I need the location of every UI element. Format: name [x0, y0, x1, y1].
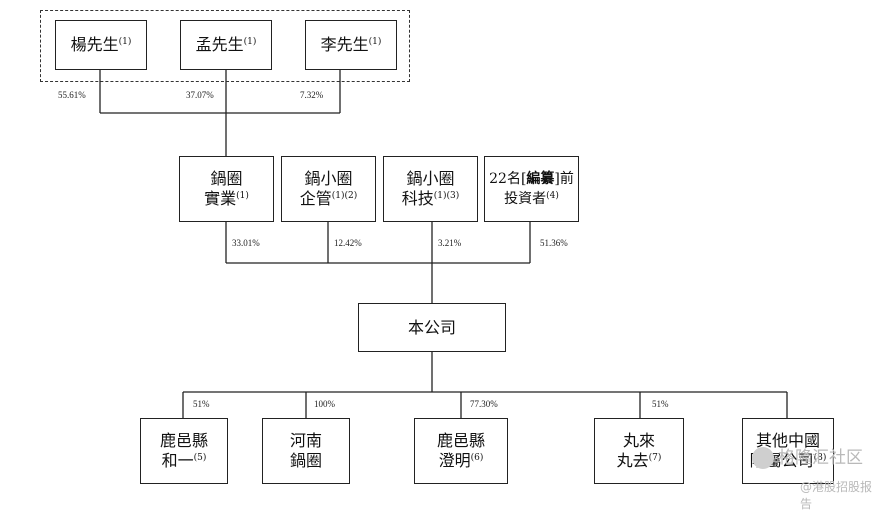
holder-name-line2: 企管: [299, 189, 332, 208]
subsidiary-name-line2: 丸去: [616, 451, 649, 470]
subsidiary-henan-guoquan: 河南 鍋圈: [262, 418, 350, 484]
holder-name-part: 22名[: [489, 171, 527, 187]
subsidiary-name-line2: 和一: [161, 451, 194, 470]
subsidiary-wanlai-wanqu: 丸來 丸去(7): [594, 418, 684, 484]
company-box: 本公司: [358, 303, 506, 352]
subsidiary-name-line1: 鹿邑縣: [436, 431, 485, 450]
redacted-term: 編纂: [526, 171, 555, 187]
holder-name-line2: 投資者: [504, 191, 547, 207]
watermark-logo-icon: [752, 447, 774, 469]
watermark-handle: @港股招股报告: [800, 480, 873, 511]
footnote-mark: (8): [813, 453, 827, 463]
pct-meng: 37.07%: [186, 90, 214, 100]
pct-guoquan-shiye: 33.01%: [232, 238, 260, 248]
subsidiary-name-line2: 澄明: [438, 451, 471, 470]
shareholder-meng: 孟先生(1): [180, 20, 272, 70]
shareholder-name: 李先生: [320, 35, 369, 54]
shareholder-group-outline: [40, 10, 410, 82]
footnote-mark: (1): [118, 37, 132, 47]
pct-keji: 3.21%: [438, 238, 462, 248]
footnote-mark: (5): [193, 453, 207, 463]
holder-guoxiaoquan-qiguan: 鍋小圈 企管(1)(2): [281, 156, 376, 222]
pct-henan: 100%: [314, 399, 335, 409]
footnote-mark: (1): [243, 37, 257, 47]
subsidiary-luyi-heyi: 鹿邑縣 和一(5): [140, 418, 228, 484]
holder-pre-investors: 22名[編纂]前 投資者(4): [484, 156, 579, 222]
subsidiary-name-line1: 鹿邑縣: [159, 431, 208, 450]
footnote-mark: (7): [648, 453, 662, 463]
shareholder-name: 孟先生: [195, 35, 244, 54]
pct-wanlai: 51%: [652, 399, 669, 409]
pct-chengming: 77.30%: [470, 399, 498, 409]
footnote-mark: (4): [546, 191, 559, 201]
holder-name-line2: 實業: [204, 189, 237, 208]
pct-qiguan: 12.42%: [334, 238, 362, 248]
holder-name-line1: 鍋小圈: [304, 169, 353, 188]
holder-name-line1: 鍋圈: [210, 169, 243, 188]
footnote-mark: (1): [236, 191, 249, 201]
footnote-mark: (1)(2): [331, 191, 358, 201]
pct-investors: 51.36%: [540, 238, 568, 248]
shareholder-name: 楊先生: [70, 35, 119, 54]
footnote-mark: (6): [470, 453, 484, 463]
pct-heyi: 51%: [193, 399, 210, 409]
subsidiary-luyi-chengming: 鹿邑縣 澄明(6): [414, 418, 508, 484]
company-name: 本公司: [407, 317, 456, 337]
holder-guoquan-shiye: 鍋圈 實業(1): [179, 156, 274, 222]
holder-name-part: ]前: [554, 171, 574, 187]
footnote-mark: (1): [368, 37, 382, 47]
subsidiary-name-line2: 鍋圈: [289, 451, 322, 470]
pct-yang: 55.61%: [58, 90, 86, 100]
subsidiary-name-line1: 丸來: [622, 431, 655, 450]
holder-name-line2: 科技: [401, 189, 434, 208]
subsidiary-name-line1: 河南: [289, 431, 322, 450]
holder-name-line1: 鍋小圈: [406, 169, 455, 188]
watermark-community: 格隆汇社区: [752, 443, 863, 469]
shareholder-li: 李先生(1): [305, 20, 397, 70]
watermark-text: 格隆汇社区: [778, 448, 863, 468]
shareholder-yang: 楊先生(1): [55, 20, 147, 70]
footnote-mark: (1)(3): [433, 191, 460, 201]
holder-guoxiaoquan-keji: 鍋小圈 科技(1)(3): [383, 156, 478, 222]
pct-li: 7.32%: [300, 90, 324, 100]
subsidiary-name-line1: 其他中國: [755, 431, 820, 450]
